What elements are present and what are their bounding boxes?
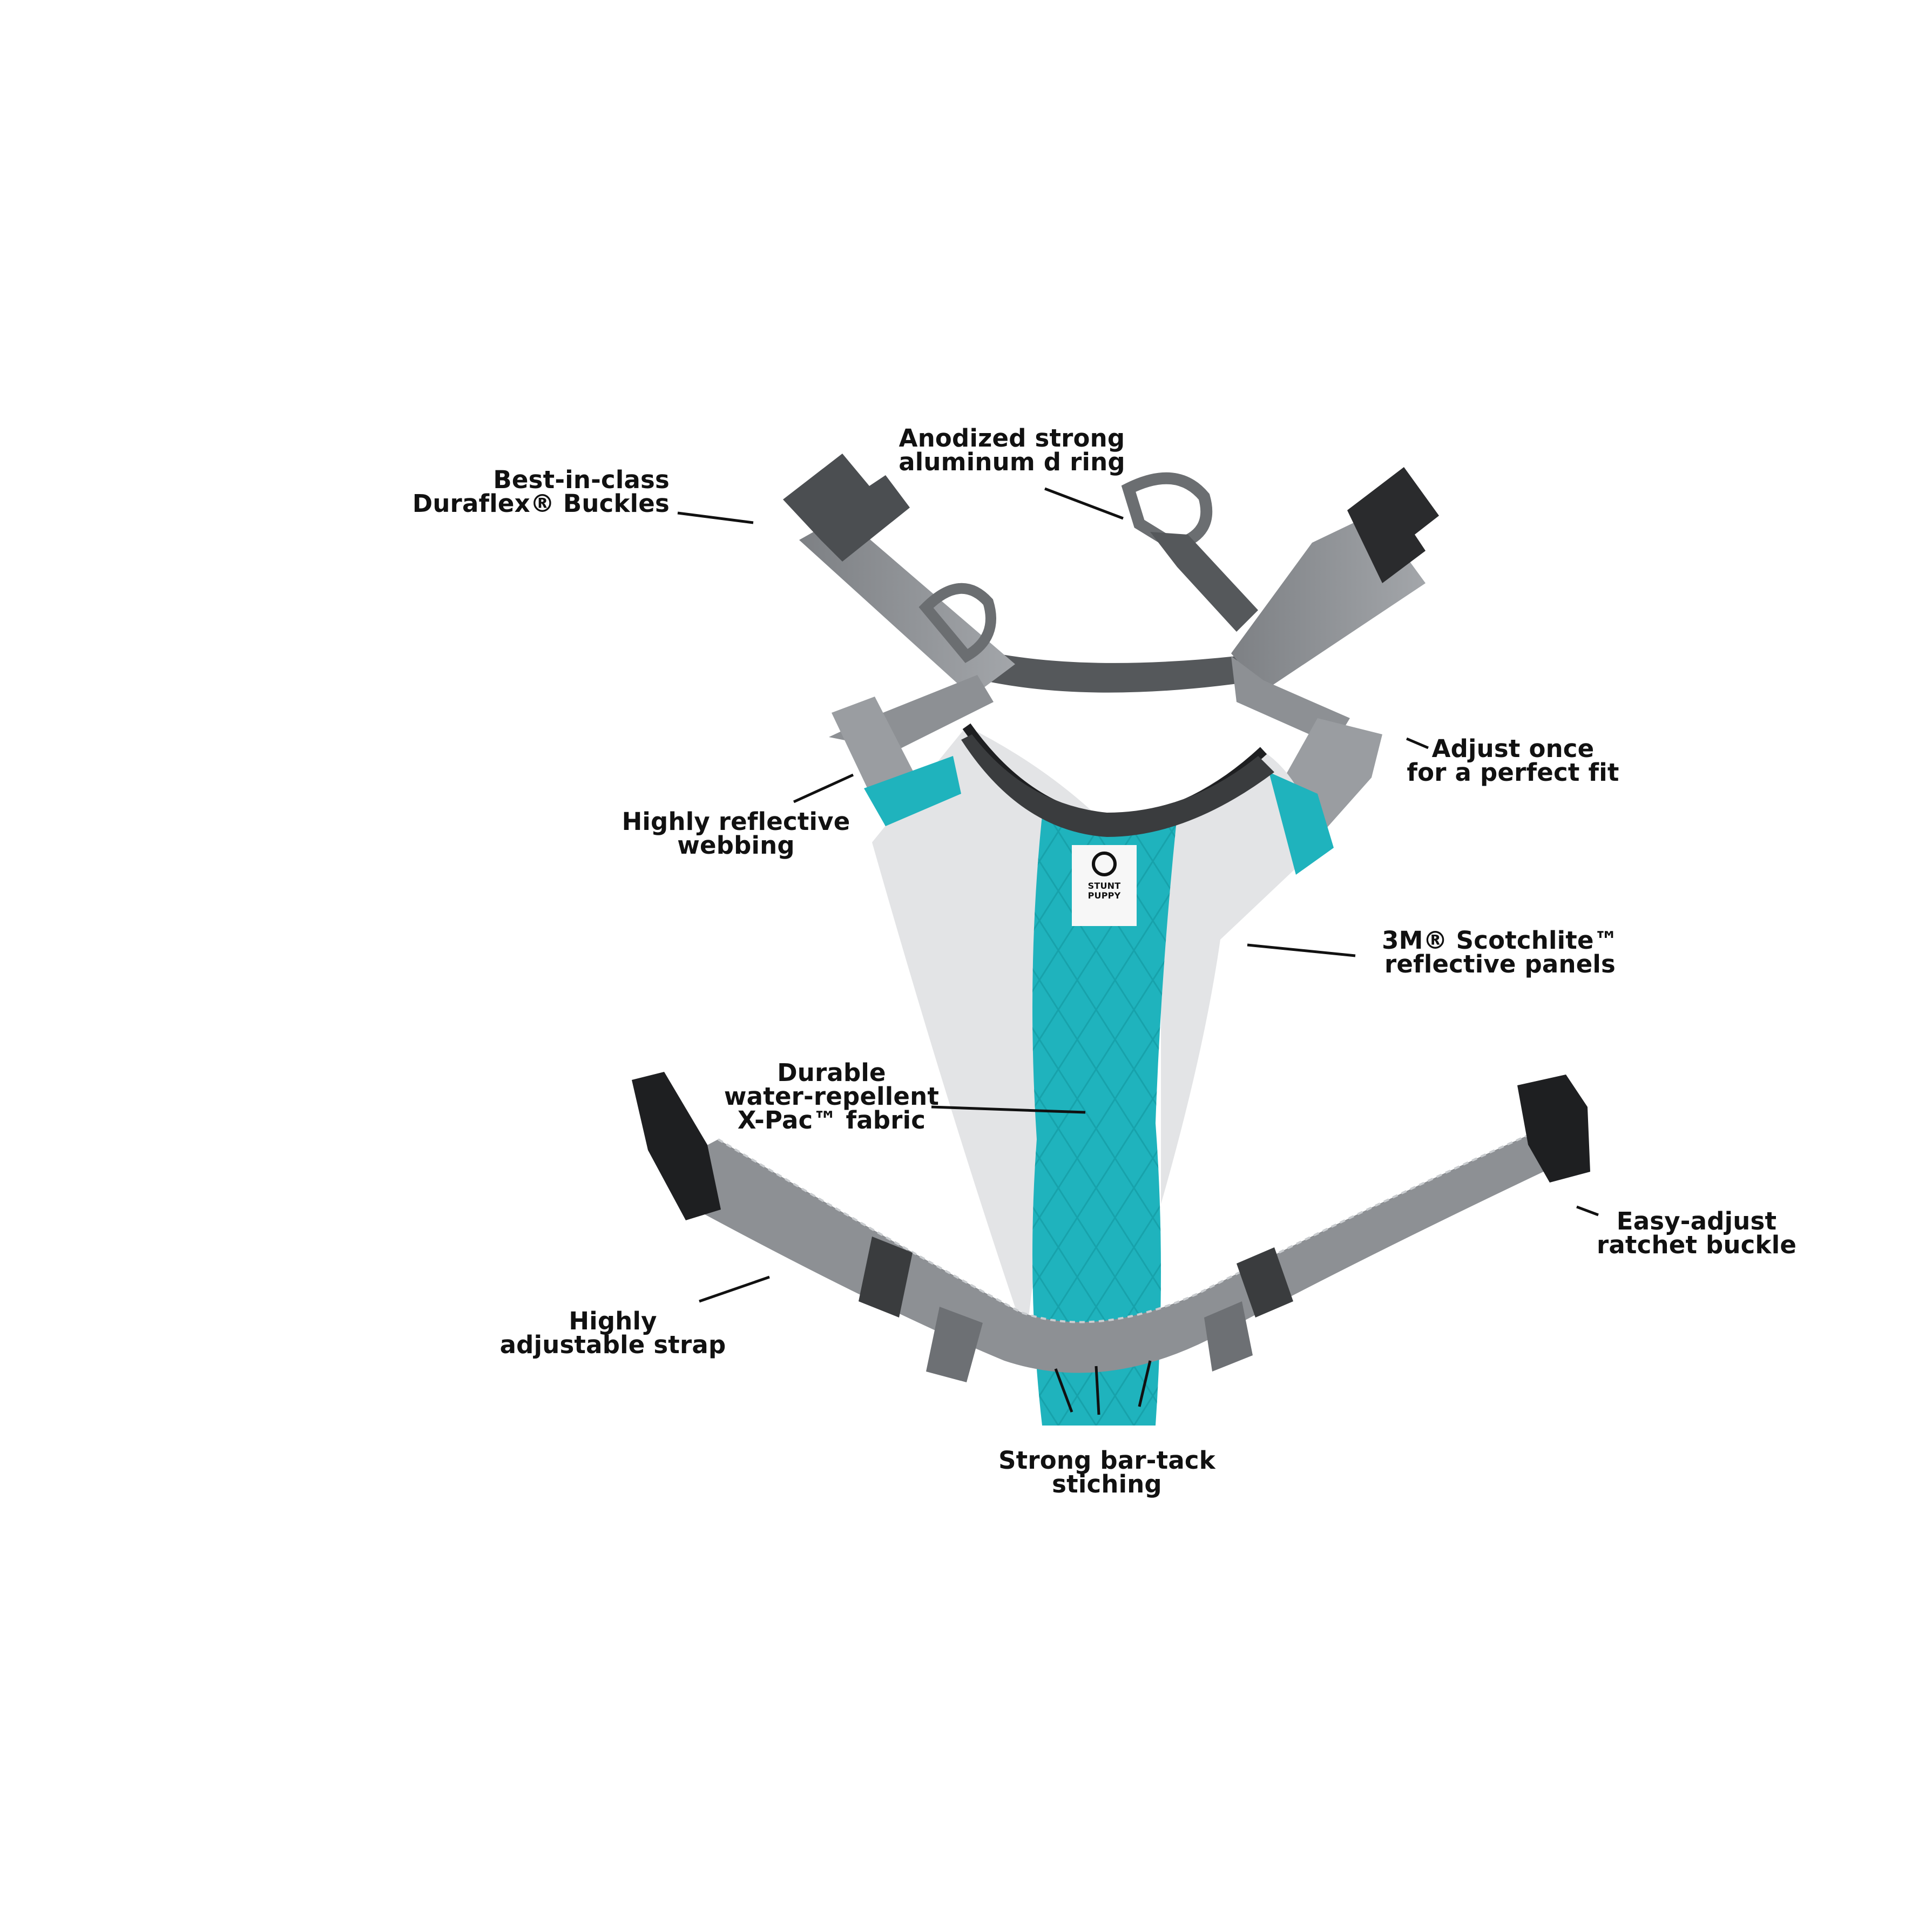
leader-lines [677, 487, 1599, 1415]
right-duraflex-buckle [1347, 467, 1439, 583]
left-d-ring [918, 583, 996, 663]
brand-tag-bg [1072, 845, 1137, 926]
annotation-xpac-fabric: Durable water-repellent X-Pac™ fabric [724, 1058, 940, 1134]
annotation-duraflex-buckles: Best-in-class Duraflex® Buckles [412, 465, 670, 518]
annotation-reflective-webbing: Highly reflective webbing [622, 807, 850, 860]
annotation-bar-tack: Strong bar-tack stiching [998, 1446, 1215, 1498]
brand-logo-icon [1092, 852, 1117, 876]
annotation-ratchet-buckle: Easy-adjust ratchet buckle [1596, 1207, 1797, 1259]
right-reflective-panel [1161, 753, 1318, 1204]
right-strap-slider [1237, 1247, 1293, 1318]
brand-tag-text: STUNT PUPPY [1087, 881, 1121, 901]
annotation-d-ring: Anodized strong aluminum d ring [899, 424, 1125, 476]
annotation-scotchlite-panels: 3M® Scotchlite™ reflective panels [1382, 926, 1618, 978]
annotation-adjust-once: Adjust once for a perfect fit [1407, 734, 1619, 787]
left-duraflex-buckle [783, 454, 910, 562]
left-ratchet-buckle [632, 1072, 721, 1220]
left-strap-slider [859, 1237, 913, 1318]
annotation-adjustable-strap: Highly adjustable strap [499, 1307, 726, 1359]
right-ratchet-buckle [1517, 1075, 1590, 1183]
neck-strap [942, 643, 1242, 693]
